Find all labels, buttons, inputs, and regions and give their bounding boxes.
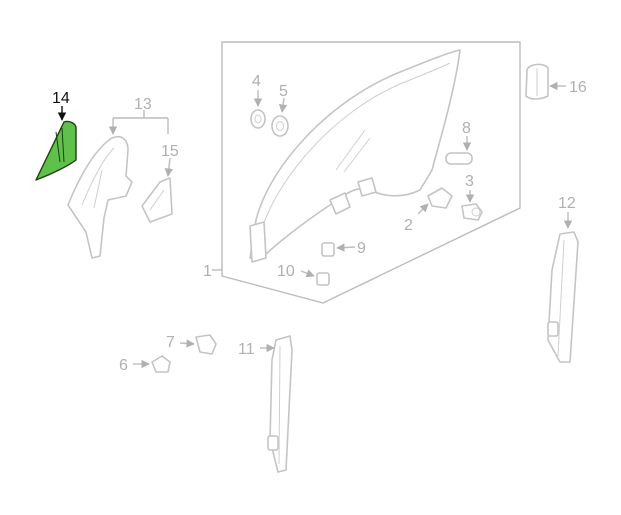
label-2[interactable]: 2 — [404, 217, 413, 234]
part-9-clip[interactable] — [321, 242, 335, 257]
part-3-bolt[interactable] — [461, 203, 483, 221]
part-16-bumper[interactable] — [525, 63, 549, 100]
part-5-grommet[interactable] — [271, 115, 289, 137]
part-6-nut[interactable] — [151, 355, 171, 373]
part-15-garnish[interactable] — [141, 177, 173, 223]
part-8-cushion[interactable] — [445, 152, 473, 165]
label-11[interactable]: 11 — [238, 341, 255, 358]
label-14[interactable]: 14 — [52, 90, 70, 107]
part-4-grommet[interactable] — [250, 109, 266, 129]
part-12-channel[interactable] — [547, 231, 579, 363]
label-9[interactable]: 9 — [357, 240, 366, 257]
label-3[interactable]: 3 — [465, 173, 474, 190]
part-13-sash[interactable] — [67, 135, 133, 259]
label-15[interactable]: 15 — [161, 143, 179, 160]
label-12[interactable]: 12 — [558, 195, 576, 212]
label-16[interactable]: 16 — [569, 79, 587, 96]
part-11-channel[interactable] — [267, 335, 293, 473]
door-glass-assembly[interactable] — [221, 41, 521, 304]
part-10-clip[interactable] — [316, 272, 330, 286]
label-10[interactable]: 10 — [277, 263, 295, 280]
label-4[interactable]: 4 — [252, 73, 261, 90]
label-1[interactable]: 1 — [203, 263, 212, 280]
label-13[interactable]: 13 — [134, 96, 152, 113]
label-5[interactable]: 5 — [279, 83, 288, 100]
label-7[interactable]: 7 — [166, 334, 175, 351]
label-8[interactable]: 8 — [462, 120, 471, 137]
label-6[interactable]: 6 — [119, 357, 128, 374]
part-2-clip[interactable] — [427, 187, 453, 209]
part-7-bolt[interactable] — [195, 334, 217, 355]
part-14-corner-piece[interactable] — [35, 120, 77, 181]
